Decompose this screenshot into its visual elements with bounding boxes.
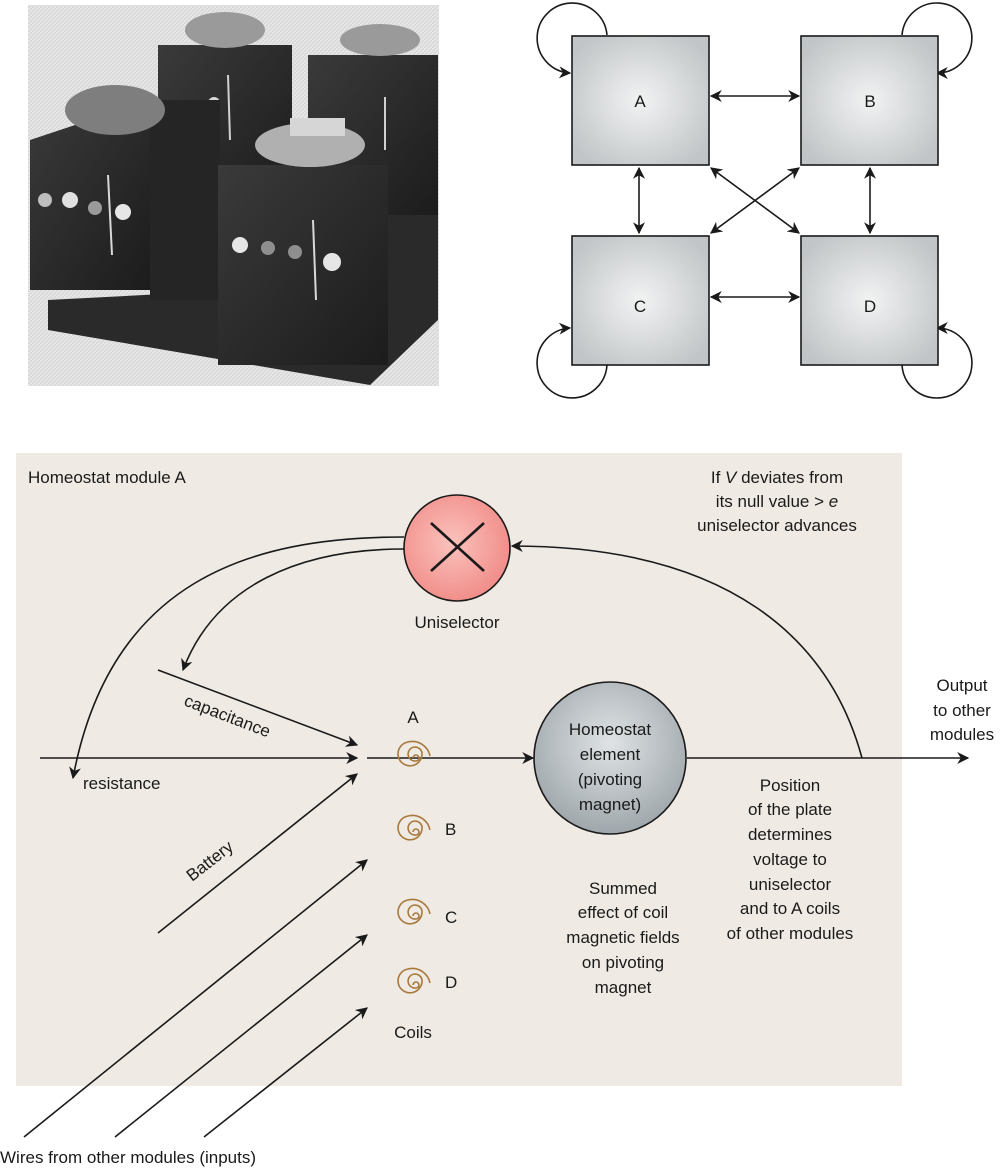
coil-a-label: A bbox=[407, 708, 419, 727]
svg-text:on pivoting: on pivoting bbox=[582, 953, 664, 972]
self-loop-c bbox=[536, 322, 608, 399]
wires-caption: Wires from other modules (inputs) bbox=[0, 1148, 256, 1167]
element-line-4: magnet) bbox=[579, 795, 641, 814]
resistance-label: resistance bbox=[83, 774, 160, 793]
coil-a-icon bbox=[397, 740, 431, 767]
photo-frame bbox=[28, 5, 439, 386]
node-b-label: B bbox=[864, 92, 875, 111]
x-cross-icon bbox=[430, 522, 485, 572]
coils bbox=[397, 740, 431, 994]
link-b-c bbox=[710, 167, 800, 234]
position-note: Position of the plate determines voltage… bbox=[727, 776, 854, 943]
coil-c-icon bbox=[397, 898, 431, 925]
svg-text:Summed: Summed bbox=[589, 879, 657, 898]
svg-text:and to A coils: and to A coils bbox=[740, 899, 840, 918]
element-line-1: Homeostat bbox=[569, 720, 651, 739]
svg-text:of the plate: of the plate bbox=[748, 800, 832, 819]
svg-text:of other modules: of other modules bbox=[727, 924, 854, 943]
condition-note-line3: uniselector advances bbox=[697, 516, 857, 535]
svg-text:to other: to other bbox=[933, 701, 991, 720]
coils-caption: Coils bbox=[394, 1023, 432, 1042]
self-loop-d bbox=[901, 322, 973, 399]
node-d-label: D bbox=[864, 297, 876, 316]
svg-text:Output: Output bbox=[936, 676, 987, 695]
element-line-2: element bbox=[580, 745, 641, 764]
condition-note-line2: its null value > e bbox=[716, 492, 838, 511]
node-a-label: A bbox=[634, 92, 646, 111]
uniselector: Uniselector bbox=[403, 494, 511, 632]
battery-wire bbox=[157, 773, 358, 934]
input-wire-d bbox=[203, 1007, 368, 1138]
input-wire-b bbox=[23, 859, 368, 1138]
svg-text:magnet: magnet bbox=[595, 978, 652, 997]
node-c: C bbox=[571, 235, 710, 366]
input-wire-c bbox=[114, 934, 368, 1138]
homeostat-unit bbox=[218, 118, 388, 365]
node-a: A bbox=[571, 35, 710, 166]
uniselector-to-resistance-wire bbox=[69, 536, 405, 780]
node-d: D bbox=[800, 235, 939, 366]
uniselector-label: Uniselector bbox=[414, 613, 499, 632]
coil-b-icon bbox=[397, 814, 431, 841]
element-line-3: (pivoting bbox=[578, 770, 642, 789]
module-title: Homeostat module A bbox=[28, 468, 186, 487]
svg-text:modules: modules bbox=[930, 725, 994, 744]
coil-d-label: D bbox=[445, 973, 457, 992]
condition-note-line1: If V deviates from bbox=[711, 468, 843, 487]
svg-text:effect of coil: effect of coil bbox=[578, 903, 668, 922]
svg-text:voltage to: voltage to bbox=[753, 850, 827, 869]
homeostat-element: Homeostat element (pivoting magnet) bbox=[533, 681, 687, 835]
node-b: B bbox=[800, 35, 939, 166]
self-loop-b bbox=[901, 2, 973, 79]
uniselector-to-capacitance-wire bbox=[181, 548, 405, 672]
svg-text:Position: Position bbox=[760, 776, 820, 795]
svg-text:determines: determines bbox=[748, 825, 832, 844]
network-diagram bbox=[536, 2, 973, 399]
node-c-label: C bbox=[634, 297, 646, 316]
self-loop-a bbox=[536, 2, 608, 79]
coil-c-label: C bbox=[445, 908, 457, 927]
coil-d-icon bbox=[397, 967, 431, 994]
svg-text:uniselector: uniselector bbox=[749, 875, 832, 894]
svg-text:magnetic fields: magnetic fields bbox=[566, 928, 679, 947]
output-note: Output to other modules bbox=[930, 676, 994, 744]
feedback-wire bbox=[510, 540, 863, 759]
capacitance-wire bbox=[157, 669, 359, 747]
homeostat-unit bbox=[30, 85, 220, 300]
coil-b-label: B bbox=[445, 820, 456, 839]
summed-note: Summed effect of coil magnetic fields on… bbox=[566, 879, 679, 997]
